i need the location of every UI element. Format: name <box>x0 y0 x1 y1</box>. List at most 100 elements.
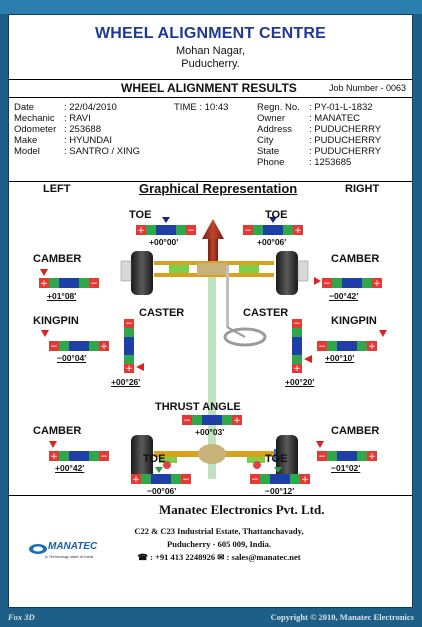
copyright: Copyright © 2010, Manatec Electronics <box>270 612 414 622</box>
svg-text:−: − <box>50 342 58 352</box>
rear-left-camber-label: CAMBER <box>33 425 82 437</box>
thrust-angle-gauge: − + <box>182 415 242 426</box>
svg-text:+: + <box>373 279 381 289</box>
svg-text:+: + <box>40 279 48 289</box>
centre-location-line2: Puducherry. <box>181 58 240 70</box>
svg-text:−: − <box>100 452 108 462</box>
svg-text:−: − <box>323 279 331 289</box>
results-title: WHEEL ALIGNMENT RESULTS <box>121 81 297 95</box>
svg-text:−: − <box>318 452 326 462</box>
front-left-camber-label: CAMBER <box>33 253 82 265</box>
vehicle-diagram: + − − + + − − + <box>39 217 387 479</box>
company-contact: ☎ : +91 413 2248926 ✉ : sales@manatec.ne… <box>137 552 301 562</box>
info-owner: Owner: MANATEC <box>257 113 361 124</box>
info-odometer: Odometer: 253688 <box>14 124 101 135</box>
svg-text:−: − <box>187 226 195 236</box>
front-right-camber-label: CAMBER <box>331 253 380 265</box>
rear-left-toe-label: TOE <box>143 453 166 465</box>
front-left-wheel <box>131 251 153 295</box>
svg-text:+: + <box>50 452 58 462</box>
left-caster-value: +00°26' <box>111 377 141 387</box>
info-make: Make: HYUNDAI <box>14 135 113 146</box>
svg-text:−: − <box>183 416 191 426</box>
product-name: Fox 3D <box>8 612 35 622</box>
left-kingpin-label: KINGPIN <box>33 315 79 327</box>
front-right-toe-gauge: − + <box>243 217 303 236</box>
rear-right-toe-gauge: − + <box>250 467 310 485</box>
left-caster-label: CASTER <box>139 307 185 319</box>
rear-toe-gauges: + − − + <box>131 467 310 485</box>
logo-tagline: A Technology state of mind <box>45 554 93 559</box>
right-caster-label: CASTER <box>243 307 289 319</box>
rear-right-camber-gauge: − + <box>316 441 377 462</box>
svg-text:+: + <box>294 226 302 236</box>
svg-text:+: + <box>301 475 309 485</box>
svg-text:−: − <box>125 319 133 329</box>
right-caster-gauge: − + <box>292 319 312 374</box>
info-date: Date: 22/04/2010 <box>14 102 117 113</box>
front-axle <box>141 261 287 277</box>
front-left-camber-gauge: + − <box>39 269 99 289</box>
front-right-toe-label: TOE <box>265 209 288 221</box>
thrust-line <box>208 229 216 479</box>
left-caster-gauge: − + <box>124 319 144 374</box>
right-caster-value: +00°20' <box>285 377 315 387</box>
svg-text:+: + <box>293 364 301 374</box>
info-time: TIME : 10:43 <box>174 102 229 113</box>
front-left-toe-value: +00°00' <box>149 237 179 247</box>
rear-left-toe-value: −00°06' <box>147 486 177 496</box>
forward-arrow <box>202 219 224 261</box>
logo-text: MANATEC <box>48 541 98 552</box>
rear-right-toe-label: TOE <box>265 453 288 465</box>
svg-text:+: + <box>233 416 241 426</box>
svg-text:+: + <box>100 342 108 352</box>
right-kingpin-value: +00°10' <box>325 353 355 363</box>
rear-right-toe-value: −00°12' <box>265 486 295 496</box>
steering-wheel-icon <box>223 265 267 347</box>
report-sheet: WHEEL ALIGNMENT CENTRE Mohan Nagar, Pudu… <box>8 14 413 608</box>
company-footer: Manatec Electronics Pvt. Ltd. C22 & C23 … <box>9 495 412 610</box>
graphical-representation: + − − + + − − + <box>9 181 412 495</box>
company-address-line2: Puducherry - 605 009, India. <box>167 539 271 549</box>
info-state: State: PUDUCHERRY <box>257 146 382 157</box>
left-kingpin-value: −00°04' <box>57 353 87 363</box>
svg-text:+: + <box>137 226 145 236</box>
svg-text:−: − <box>293 319 301 329</box>
front-left-toe-gauge: + − <box>136 217 196 236</box>
company-name: Manatec Electronics Pvt. Ltd. <box>159 502 325 517</box>
info-address: Address: PUDUCHERRY <box>257 124 382 135</box>
job-number: Job Number - 0063 <box>328 83 406 93</box>
info-city: City: PUDUCHERRY <box>257 135 382 146</box>
right-kingpin-label: KINGPIN <box>331 315 377 327</box>
rear-left-camber-gauge: + − <box>49 441 109 462</box>
info-mechanic: Mechanic: RAVI <box>14 113 91 124</box>
svg-text:+: + <box>368 342 376 352</box>
front-left-camber-value: +01°08' <box>47 291 77 301</box>
svg-text:−: − <box>318 342 326 352</box>
company-address-line1: C22 & C23 Industrial Estate, Thattanchav… <box>134 526 304 536</box>
vehicle-info: Date: 22/04/2010 TIME : 10:43 Mechanic: … <box>9 98 412 182</box>
centre-location-line1: Mohan Nagar, <box>175 45 246 57</box>
right-kingpin-gauge: − + <box>317 330 387 352</box>
report-header: WHEEL ALIGNMENT CENTRE Mohan Nagar, Pudu… <box>9 15 412 80</box>
info-phone: Phone: 1253685 <box>257 157 352 168</box>
info-regn: Regn. No.: PY-01-L-1832 <box>257 102 373 113</box>
front-left-toe-label: TOE <box>129 209 152 221</box>
thrust-angle-value: +00°03' <box>195 427 225 437</box>
rear-right-camber-value: −01°02' <box>331 463 361 473</box>
svg-text:−: − <box>182 475 190 485</box>
results-bar: WHEEL ALIGNMENT RESULTS Job Number - 006… <box>9 79 412 98</box>
rear-left-camber-value: +00°42' <box>55 463 85 473</box>
centre-title: WHEEL ALIGNMENT CENTRE <box>94 25 327 42</box>
right-side-label: RIGHT <box>345 183 380 195</box>
top-stripe <box>0 0 422 14</box>
left-kingpin-gauge: − + <box>41 330 109 352</box>
svg-text:+: + <box>125 364 133 374</box>
front-right-camber-gauge: − + <box>314 277 382 289</box>
graph-title: Graphical Representation <box>139 181 298 196</box>
thrust-angle-label: THRUST ANGLE <box>155 401 241 413</box>
rear-toe-section: TOE TOE + − − + −00°06' −00°12' <box>9 453 412 496</box>
manatec-logo: MANATEC A Technology state of mind <box>29 540 101 562</box>
svg-text:−: − <box>244 226 252 236</box>
info-model: Model: SANTRO / XING <box>14 146 141 157</box>
